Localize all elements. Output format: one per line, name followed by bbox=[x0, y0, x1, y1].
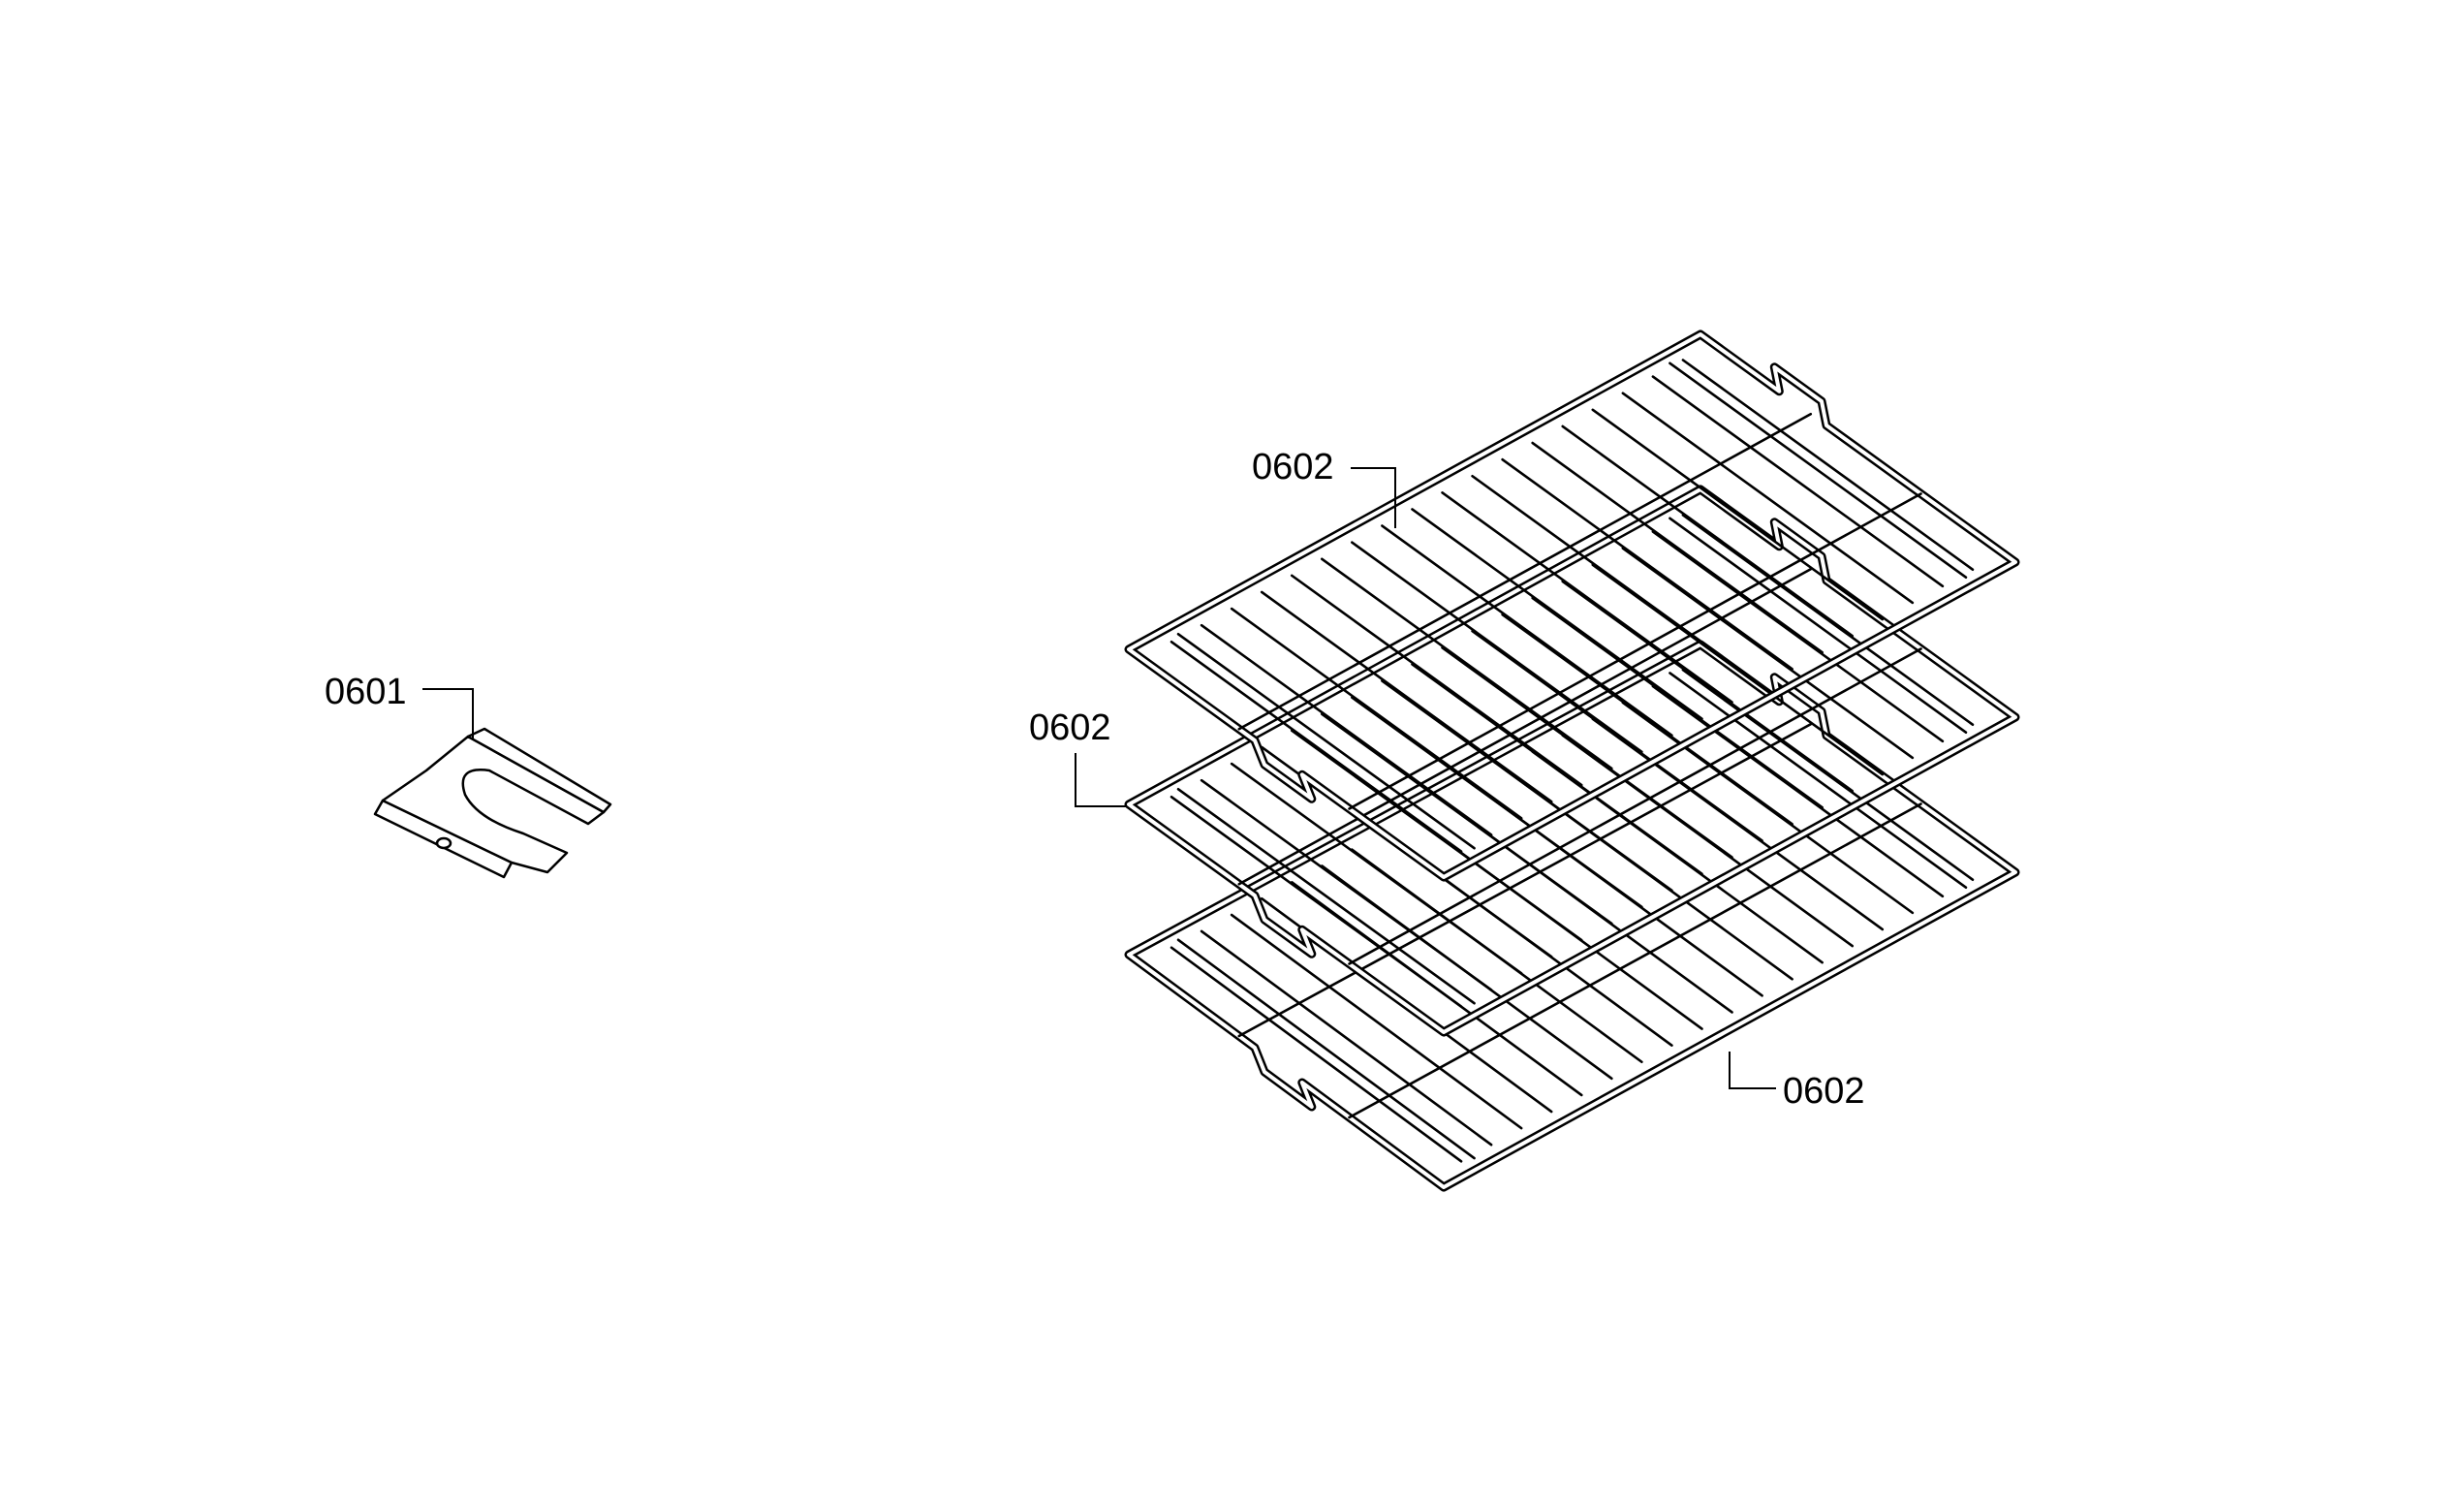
callout-label-0602-bottom: 0602 bbox=[1783, 1071, 1865, 1112]
callout-0602-top: 0602 bbox=[1252, 447, 1396, 528]
callout-label-0601: 0601 bbox=[325, 672, 407, 712]
rack-wire bbox=[1651, 530, 1945, 743]
rack-wire bbox=[1621, 547, 1915, 760]
rack-wire bbox=[1290, 574, 1583, 787]
callout-0602-middle: 0602 bbox=[1029, 707, 1127, 807]
rack-wire bbox=[1561, 424, 1855, 638]
rack-wire bbox=[1200, 778, 1493, 991]
rack-wire bbox=[1561, 580, 1855, 793]
callout-label-0602-top: 0602 bbox=[1252, 447, 1334, 487]
rack-wire bbox=[1200, 929, 1493, 1147]
rack-wire bbox=[1591, 408, 1885, 621]
oven-racks bbox=[1124, 330, 2020, 1192]
rack-wire bbox=[1321, 557, 1613, 770]
rack-side-rail bbox=[1176, 938, 1476, 1160]
rack-wire bbox=[1531, 441, 1824, 654]
rack-wire bbox=[1501, 457, 1793, 671]
rack-side-rail bbox=[1669, 517, 1968, 735]
rack-wire bbox=[1411, 663, 1703, 875]
rack-wire bbox=[1200, 623, 1493, 836]
rack-wire bbox=[1290, 729, 1583, 942]
rack-side-rail bbox=[1669, 672, 1968, 889]
rack-frame-inner bbox=[1127, 487, 2017, 1034]
rack-wire bbox=[1441, 491, 1733, 704]
rack-wire bbox=[1170, 795, 1463, 1008]
rack-wire bbox=[1471, 629, 1763, 842]
rack-side-rail bbox=[1669, 361, 1968, 580]
rack-wire bbox=[1441, 646, 1733, 859]
rack-top bbox=[1124, 330, 2020, 882]
callout-label-0602-middle: 0602 bbox=[1029, 707, 1111, 748]
rack-wire bbox=[1351, 541, 1643, 754]
rack-wire bbox=[1621, 392, 1915, 605]
rack-support-bar bbox=[1348, 647, 1922, 965]
rack-wire bbox=[1230, 762, 1523, 975]
rack-wire bbox=[1351, 696, 1643, 909]
rack-wire bbox=[1381, 524, 1673, 738]
rack-wire bbox=[1381, 679, 1673, 893]
rack-support-bar bbox=[1237, 567, 1813, 886]
rack-support-bar bbox=[1348, 802, 1922, 1119]
rack-wire bbox=[1591, 563, 1885, 776]
rack-side-rail bbox=[1176, 632, 1476, 850]
rack-wire bbox=[1230, 913, 1523, 1130]
rack-frame-inner bbox=[1127, 332, 2017, 879]
rack-wire bbox=[1501, 613, 1793, 826]
rack-wire bbox=[1471, 474, 1763, 687]
rack-support-bar bbox=[1237, 412, 1813, 731]
rack-wire bbox=[1321, 712, 1613, 926]
callout-0602-bottom: 0602 bbox=[1729, 1052, 1865, 1112]
rack-wire bbox=[1651, 375, 1945, 588]
rack-side-rail bbox=[1176, 787, 1476, 1005]
rack-wire bbox=[1681, 514, 1975, 727]
rack-wire bbox=[1411, 508, 1703, 720]
rack-wire bbox=[1260, 590, 1553, 803]
rack-frame-inner bbox=[1127, 643, 2017, 1189]
rack-middle bbox=[1124, 485, 2020, 1037]
rack-wire bbox=[1230, 607, 1523, 820]
rack-wire bbox=[1170, 640, 1463, 853]
rack-frame bbox=[1124, 330, 2020, 882]
rack-wire bbox=[1531, 596, 1824, 809]
rack-wire bbox=[1170, 946, 1463, 1163]
bracket-part bbox=[373, 727, 612, 879]
rack-wire bbox=[1681, 359, 1975, 572]
rack-support-bar bbox=[1237, 722, 1813, 1038]
rack-support-bar bbox=[1348, 492, 1922, 810]
callout-0601: 0601 bbox=[325, 672, 474, 739]
